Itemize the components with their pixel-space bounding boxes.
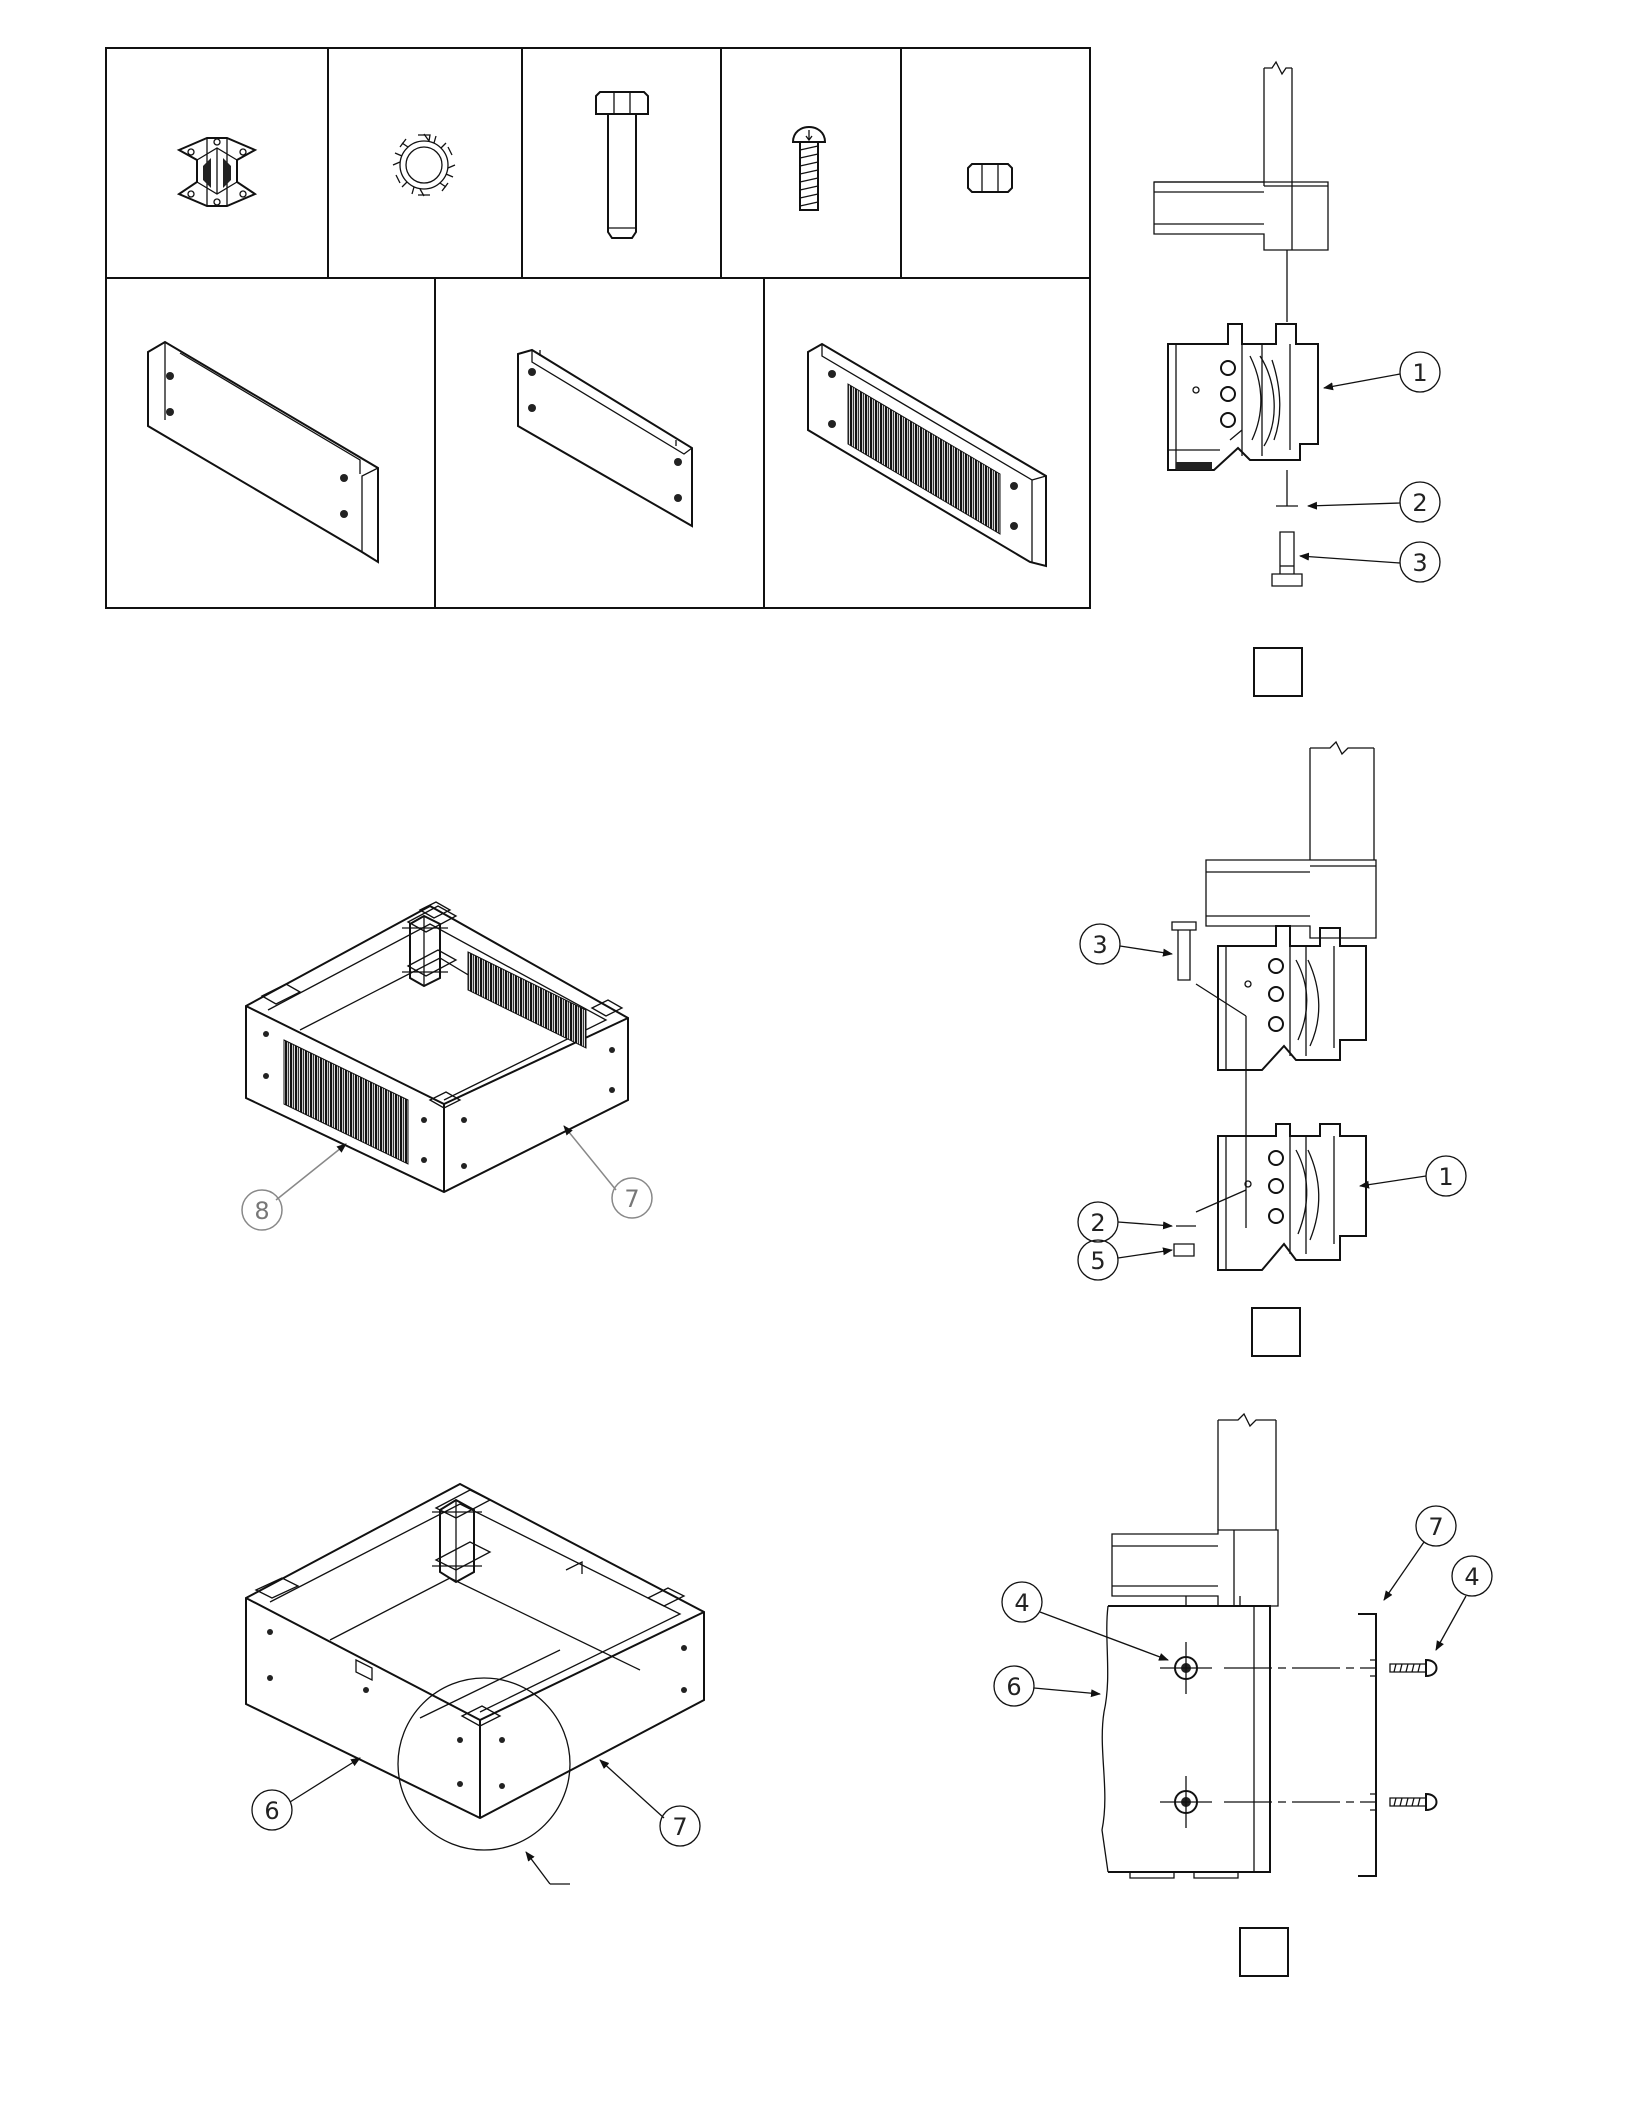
svg-text:7: 7 — [624, 1185, 639, 1213]
parts-table — [106, 48, 1090, 608]
svg-text:1: 1 — [1412, 359, 1427, 387]
svg-text:3: 3 — [1412, 549, 1427, 577]
callout-3: 3 — [1080, 924, 1120, 964]
callout-7: 7 — [660, 1806, 700, 1846]
callout-6: 6 — [252, 1790, 292, 1830]
iso-base-assembly-top: 8 7 — [242, 902, 652, 1230]
svg-text:6: 6 — [1006, 1673, 1021, 1701]
callout-3: 3 — [1400, 542, 1440, 582]
tooth-lock-washer-icon — [393, 134, 455, 196]
hex-bolt-icon — [596, 92, 648, 238]
pan-head-screw-icon — [793, 127, 825, 210]
iso-base-assembly-bottom: 6 7 — [246, 1484, 704, 1884]
svg-text:6: 6 — [264, 1797, 279, 1825]
callout-6: 6 — [994, 1666, 1034, 1706]
cabinet-frame — [1154, 62, 1328, 322]
svg-text:2: 2 — [1090, 1209, 1105, 1237]
svg-text:7: 7 — [1428, 1513, 1443, 1541]
svg-text:7: 7 — [672, 1813, 687, 1841]
corner-bracket-icon — [179, 138, 255, 206]
svg-text:5: 5 — [1090, 1247, 1105, 1275]
leader-1 — [1324, 374, 1400, 388]
vented-panel-icon — [808, 344, 1046, 566]
callout-8: 8 — [242, 1190, 282, 1230]
plain-side-panel-icon — [148, 342, 378, 562]
callout-4: 4 — [1002, 1582, 1042, 1622]
svg-text:8: 8 — [254, 1197, 269, 1225]
svg-text:1: 1 — [1438, 1163, 1453, 1191]
step-c-detail: 7 4 4 6 — [994, 1414, 1492, 1976]
step-b-detail: 3 1 2 5 — [1078, 742, 1466, 1356]
svg-text:4: 4 — [1014, 1589, 1029, 1617]
corner-bracket-side-view — [1168, 324, 1318, 506]
callout-7: 7 — [1416, 1506, 1456, 1546]
svg-text:2: 2 — [1412, 489, 1427, 517]
callout-7: 7 — [612, 1178, 652, 1218]
callout-4: 4 — [1452, 1556, 1492, 1596]
step-number-box — [1254, 648, 1302, 696]
callout-2: 2 — [1400, 482, 1440, 522]
svg-text:3: 3 — [1092, 931, 1107, 959]
callout-1: 1 — [1400, 352, 1440, 392]
short-plain-panel-icon — [518, 350, 692, 526]
callout-2: 2 — [1078, 1202, 1118, 1242]
step-a-detail: 1 2 3 — [1154, 62, 1440, 696]
step-number-box — [1252, 1308, 1300, 1356]
step-number-box — [1240, 1928, 1288, 1976]
callout-1: 1 — [1426, 1156, 1466, 1196]
svg-text:4: 4 — [1464, 1563, 1479, 1591]
hex-nut-icon — [968, 164, 1012, 192]
callout-5: 5 — [1078, 1240, 1118, 1280]
